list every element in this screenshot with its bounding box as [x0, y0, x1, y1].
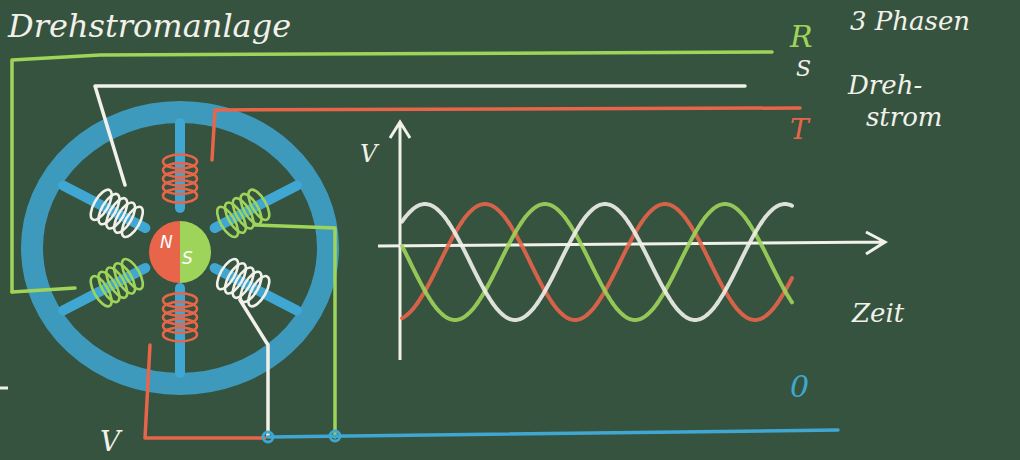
wire	[12, 52, 772, 292]
pole-stem	[215, 268, 297, 311]
phase-curve	[402, 204, 792, 320]
label: Dreh-	[848, 72, 922, 98]
label: strom	[866, 104, 943, 130]
coil-winding	[244, 187, 273, 223]
rotor-magnet	[148, 220, 212, 284]
chalk-dash	[0, 387, 8, 390]
label: Zeit	[852, 300, 904, 326]
pole-letter: N	[160, 234, 173, 251]
wire	[95, 86, 745, 185]
wire	[268, 430, 838, 437]
label: S	[796, 58, 811, 80]
phase-curve	[402, 204, 792, 320]
north-pole	[149, 221, 180, 283]
label: V	[100, 428, 120, 456]
wire	[212, 108, 800, 160]
wire	[145, 345, 265, 438]
pole-stem	[63, 186, 145, 229]
coil-winding	[163, 327, 197, 341]
wire	[240, 300, 268, 436]
title: Drehstromanlage	[8, 10, 291, 42]
label: T	[790, 116, 809, 144]
phase-curve	[402, 204, 792, 320]
coil-winding	[87, 187, 116, 223]
label: R	[790, 22, 813, 52]
pole-stem	[215, 186, 297, 229]
motor	[32, 112, 328, 384]
coil-winding	[244, 273, 273, 309]
terminal-dot	[263, 432, 273, 442]
stator-ring	[32, 112, 328, 384]
south-pole	[180, 221, 211, 283]
pole-letter: S	[182, 250, 193, 267]
label: 0	[790, 372, 809, 402]
coil-winding	[87, 273, 116, 309]
rotor: NS	[148, 220, 212, 284]
axis	[390, 122, 410, 360]
coil-winding	[163, 155, 197, 169]
label: 3 Phasen	[850, 8, 970, 34]
wire	[12, 288, 75, 292]
label: V	[360, 142, 377, 166]
terminal-dot	[330, 431, 340, 441]
